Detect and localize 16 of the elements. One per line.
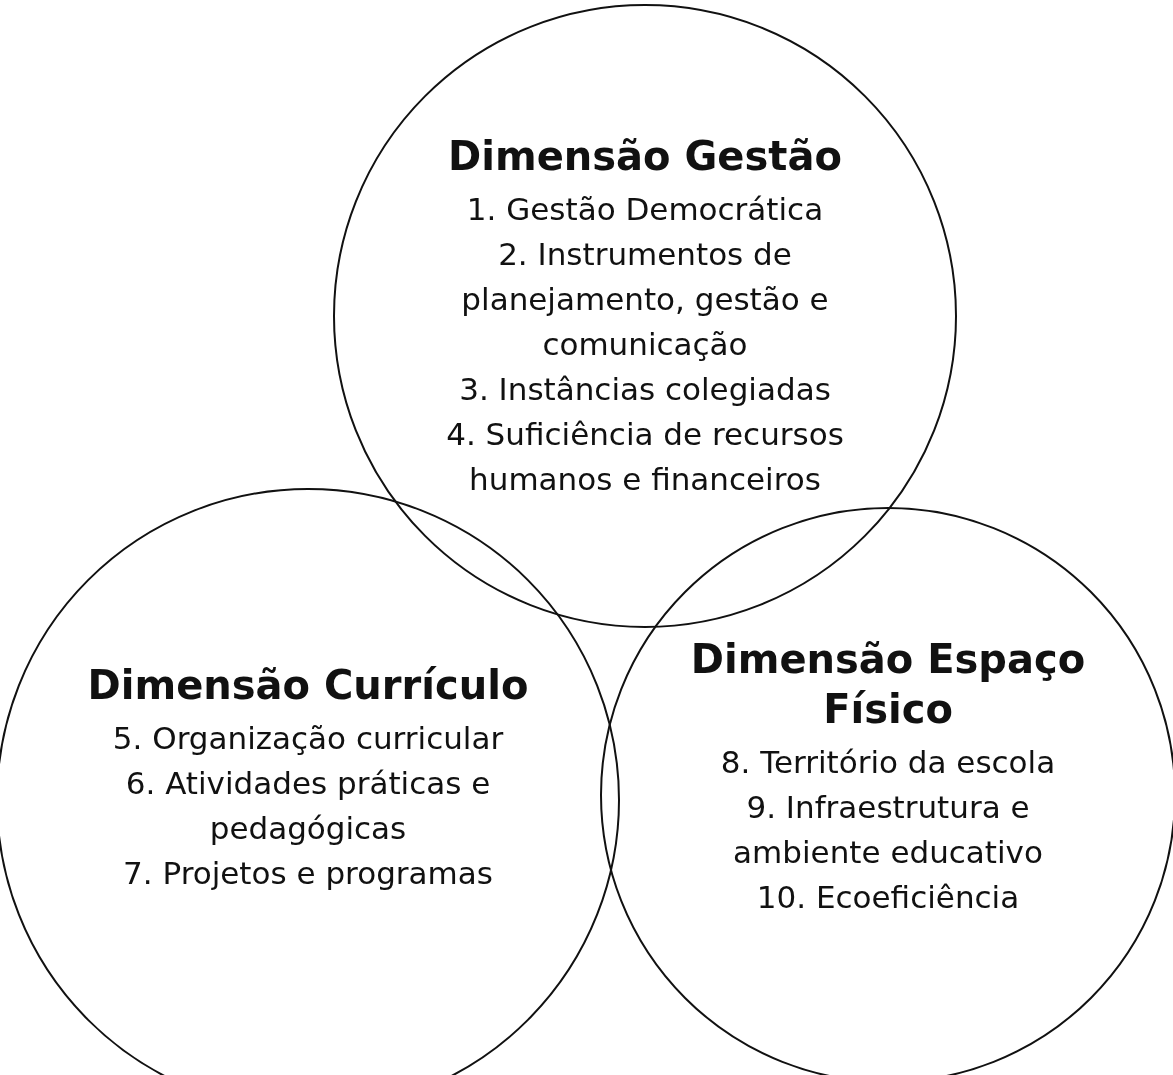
circle	[0, 488, 620, 1075]
list-item: 9. Infraestrutura e ambiente educativo	[732, 787, 1044, 872]
list-item: 10. Ecoeficiência	[756, 877, 1020, 917]
list-item: 3. Instâncias colegiadas	[459, 369, 831, 409]
list-item: 1. Gestão Democrática	[466, 190, 824, 229]
list-item: 6. Atividades práticas e pedagógicas	[124, 763, 492, 848]
heading: Dimensão Currículo	[87, 661, 529, 710]
list-item: 8. Território da escola	[720, 743, 1056, 782]
circle	[600, 507, 1173, 1075]
list-item: 2. Instrumentos de planejamento, gestão e comunicação	[460, 234, 830, 364]
list-item: 4. Suficiência de recursos humanos e financeiros	[445, 414, 845, 499]
list-item: 7. Projetos e programas	[123, 853, 493, 893]
heading: Dimensão Gestão	[448, 132, 842, 181]
circle	[333, 4, 957, 628]
list-item: 5. Organização curricular	[112, 719, 504, 758]
heading: Dimensão Espaço Físico	[689, 635, 1087, 734]
